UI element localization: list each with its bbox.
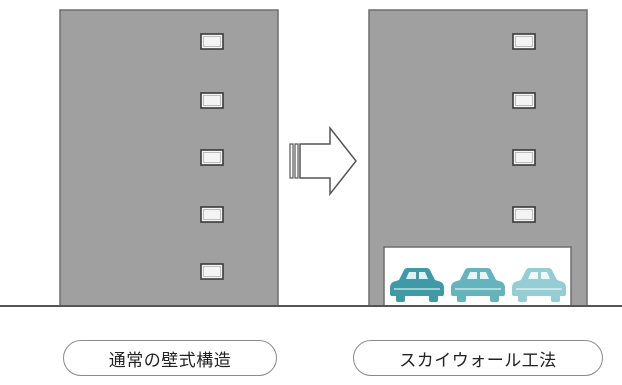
window-icon: [512, 92, 536, 109]
parking-opening: [383, 246, 572, 307]
label-skywall-method: スカイウォール工法: [353, 340, 603, 376]
window-icon: [200, 263, 224, 280]
building-left: [59, 9, 279, 307]
window-icon: [200, 33, 224, 50]
label-conventional-wall-structure: 通常の壁式構造: [63, 340, 277, 376]
window-icon: [200, 206, 224, 223]
arrow-right-icon: [289, 125, 357, 197]
window-icon: [200, 149, 224, 166]
window-icon: [512, 206, 536, 223]
window-icon: [200, 92, 224, 109]
window-icon: [512, 33, 536, 50]
window-icon: [512, 149, 536, 166]
